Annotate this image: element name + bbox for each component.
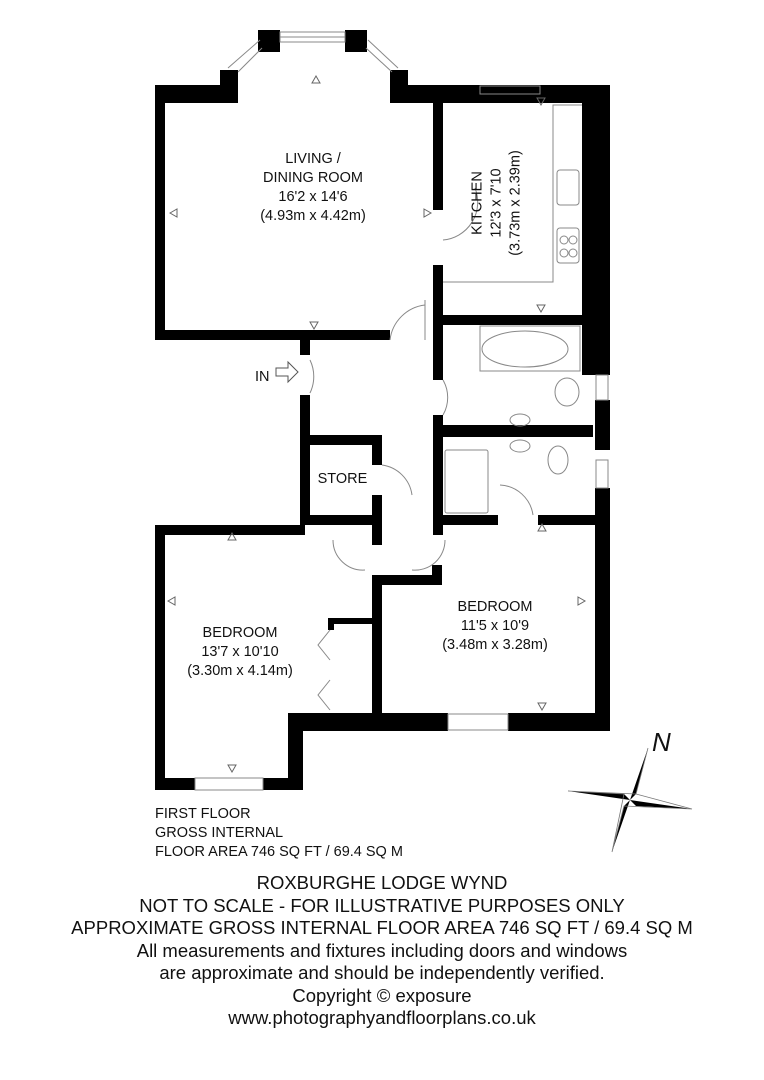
room-name: LIVING / <box>285 151 341 167</box>
arrow-markers <box>166 74 587 774</box>
copyright: Copyright © exposure <box>292 984 472 1006</box>
walls <box>155 30 610 790</box>
floor-plan-drawing <box>155 30 693 853</box>
room-dimensions-imperial: 12'3 x 7'10 <box>488 168 505 238</box>
room-dimensions-metric: (3.73m x 2.39m) <box>507 150 524 256</box>
room-dimensions-metric: (3.30m x 4.14m) <box>187 663 293 679</box>
total-area: APPROXIMATE GROSS INTERNAL FLOOR AREA 74… <box>71 917 693 938</box>
room-name: DINING ROOM <box>263 170 363 186</box>
fixtures <box>194 31 609 791</box>
measurement-disclaimer: All measurements and fixtures including … <box>136 939 628 961</box>
room-name: BEDROOM <box>457 599 533 615</box>
compass-icon <box>567 747 693 853</box>
room-name: KITCHEN <box>469 171 486 235</box>
property-name: ROXBURGHE LODGE WYND <box>256 872 508 893</box>
room-label-bedroom-2: BEDROOM 11'5 x 10'9 (3.48m x 3.28m) <box>420 598 570 655</box>
entrance-label: IN <box>255 369 270 385</box>
room-dimensions-imperial: 16'2 x 14'6 <box>278 189 348 205</box>
compass-north-label: N <box>652 727 671 757</box>
floor-note-line: GROSS INTERNAL <box>155 825 284 841</box>
footer-notes: ROXBURGHE LODGE WYND NOT TO SCALE - FOR … <box>0 872 764 1030</box>
room-label-kitchen: KITCHEN 12'3 x 7'10 (3.73m x 2.39m) <box>469 150 526 256</box>
room-name: BEDROOM <box>202 625 278 641</box>
room-label-store: STORE <box>310 470 375 489</box>
room-dimensions-metric: (4.93m x 4.42m) <box>260 208 366 224</box>
room-dimensions-imperial: 11'5 x 10'9 <box>460 618 530 634</box>
entrance-arrow-icon <box>275 360 299 384</box>
floor-name: FIRST FLOOR <box>155 806 251 822</box>
room-label-living: LIVING / DINING ROOM 16'2 x 14'6 (4.93m … <box>238 150 388 226</box>
scale-disclaimer: NOT TO SCALE - FOR ILLUSTRATIVE PURPOSES… <box>139 894 625 916</box>
measurement-disclaimer: are approximate and should be independen… <box>159 962 605 983</box>
room-label-bedroom-1: BEDROOM 13'7 x 10'10 (3.30m x 4.14m) <box>165 624 315 681</box>
floor-area-value: FLOOR AREA 746 SQ FT / 69.4 SQ M <box>155 844 403 860</box>
room-dimensions-imperial: 13'7 x 10'10 <box>201 644 279 660</box>
floor-area-note: FIRST FLOOR GROSS INTERNAL FLOOR AREA 74… <box>155 805 403 862</box>
room-name: STORE <box>317 471 368 487</box>
room-dimensions-metric: (3.48m x 3.28m) <box>442 637 548 653</box>
website-link[interactable]: www.photographyandfloorplans.co.uk <box>228 1007 536 1028</box>
